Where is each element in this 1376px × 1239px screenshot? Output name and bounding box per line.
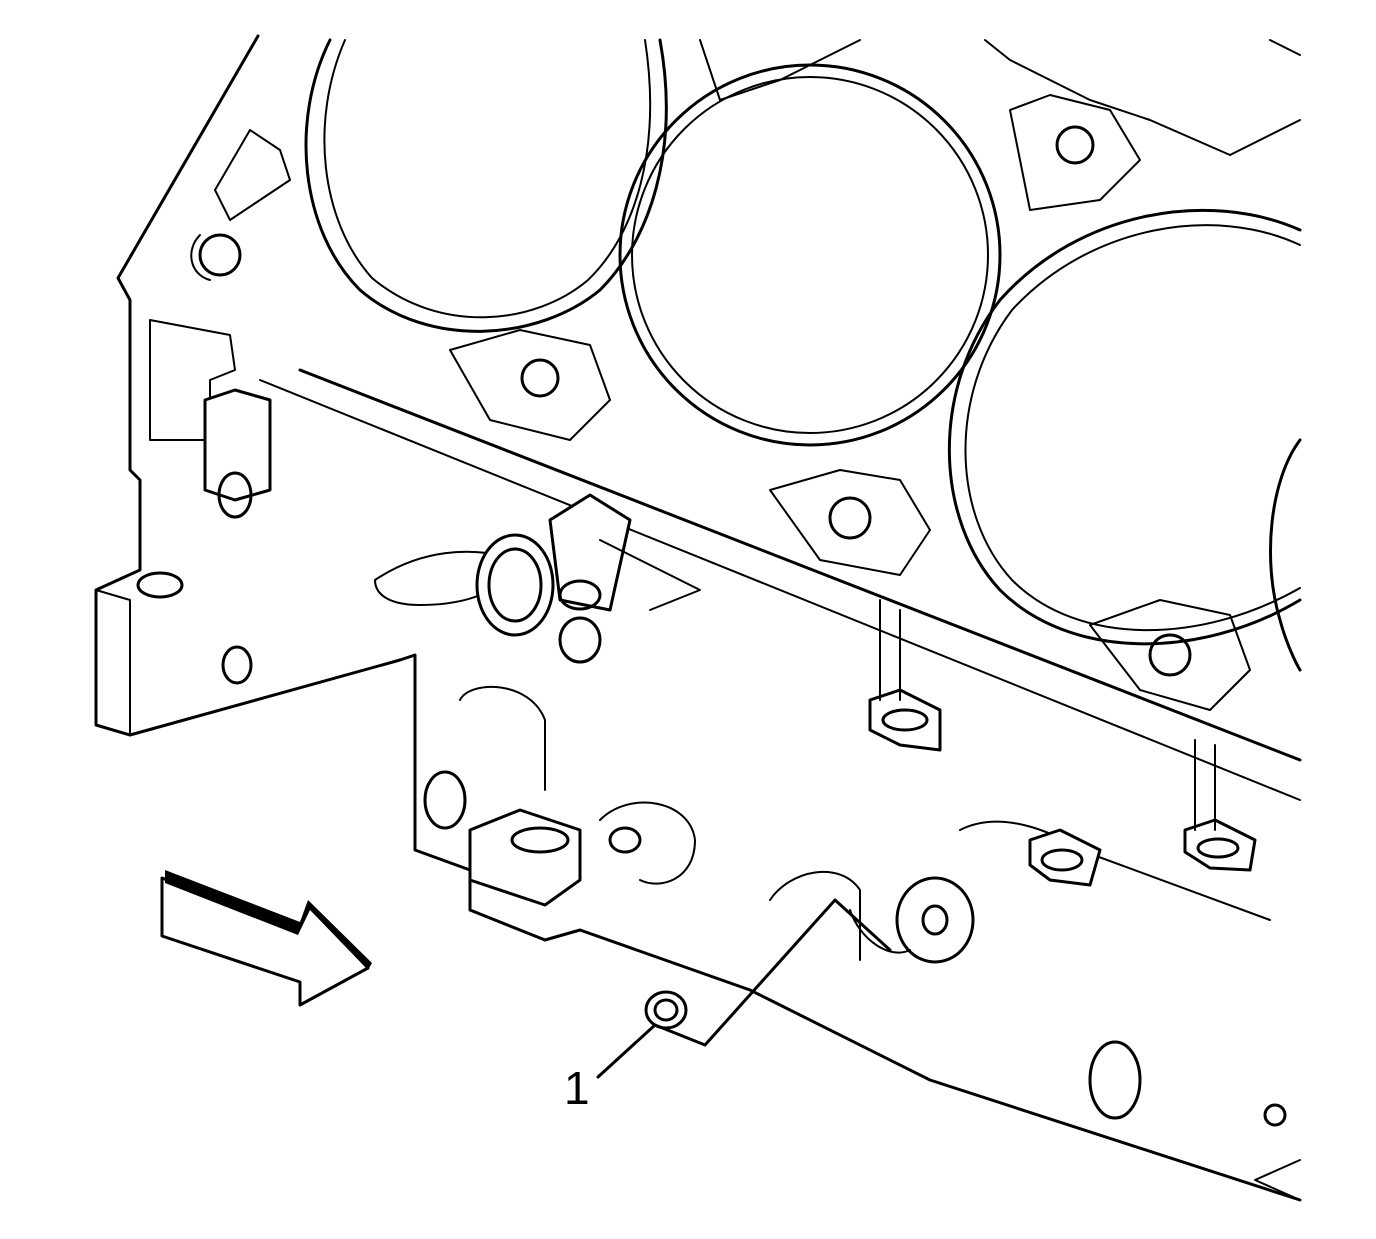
side-port [374, 493, 701, 664]
cylinder-bores [304, 38, 1302, 672]
left-flange [95, 319, 272, 736]
callout-leader-line [596, 898, 892, 1079]
head-bolt-holes [190, 94, 1251, 711]
arrow-right-down-icon [160, 870, 372, 1007]
callout-label-1: 1 [564, 1062, 590, 1114]
pan-rail [423, 685, 1287, 1127]
oil-gallery-bosses [868, 599, 1257, 887]
valley-detail [699, 39, 1301, 156]
plug-component [644, 990, 688, 1030]
engine-block-outline [94, 34, 1302, 1202]
